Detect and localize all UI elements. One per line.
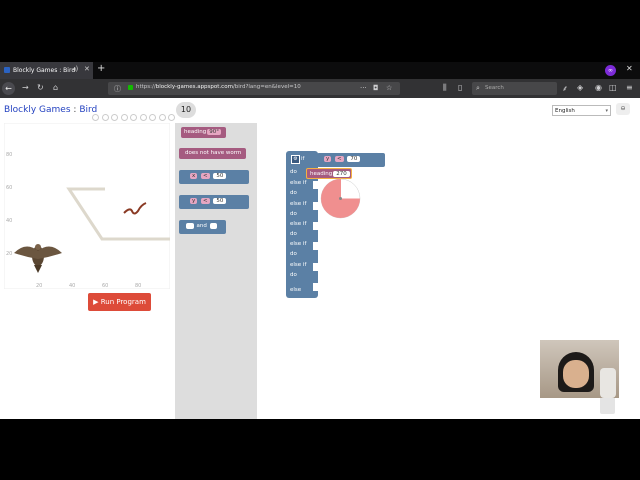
y-tick: 40 bbox=[6, 218, 12, 224]
extension-icon[interactable]: ◈ bbox=[577, 83, 584, 92]
level-dot[interactable] bbox=[158, 114, 166, 121]
statement-slot[interactable] bbox=[313, 263, 318, 271]
do-label: do bbox=[290, 169, 297, 175]
search-placeholder: Search bbox=[485, 85, 504, 91]
game-name: Bird bbox=[79, 105, 98, 115]
statement-slot[interactable] bbox=[313, 283, 318, 291]
run-program-button[interactable]: ▶ Run Program bbox=[88, 293, 151, 311]
language-select[interactable]: English▾ bbox=[552, 105, 611, 116]
statement-slot[interactable] bbox=[313, 222, 318, 230]
chair bbox=[600, 368, 616, 398]
level-dot[interactable] bbox=[149, 114, 156, 121]
webcam-overlay bbox=[540, 340, 619, 398]
info-icon[interactable]: ⓘ bbox=[114, 85, 121, 93]
wall bbox=[66, 187, 170, 241]
level-dot[interactable] bbox=[111, 114, 118, 121]
private-mask-icon[interactable]: ∞ bbox=[605, 65, 616, 76]
eye-icon[interactable]: ◉ bbox=[595, 83, 602, 92]
level-dot[interactable] bbox=[120, 114, 128, 121]
chevron-down-icon: ▾ bbox=[605, 108, 608, 114]
tab-title: Blockly Games : Bird bbox=[13, 67, 76, 74]
toolbox-no-worm-block[interactable]: does not have worm bbox=[179, 148, 246, 159]
shield-icon[interactable]: ◫ bbox=[609, 83, 617, 92]
trash-icon[interactable] bbox=[600, 394, 615, 414]
new-tab-icon[interactable]: + bbox=[97, 63, 106, 74]
page-title: Blockly Games : Bird bbox=[4, 105, 97, 115]
do-label: do bbox=[290, 190, 297, 196]
tab-blockly-bird[interactable]: Blockly Games : Bird ◂) ✕ bbox=[0, 62, 93, 79]
y-tick: 20 bbox=[6, 251, 12, 257]
current-level-badge[interactable]: 10 bbox=[176, 102, 196, 118]
navigation-bar: ← → ↻ ⌂ ⓘ https://blockly-games.appspot.… bbox=[0, 79, 640, 98]
search-icon: ⌕ bbox=[476, 84, 480, 92]
pocket-icon[interactable]: ◘ bbox=[373, 84, 379, 92]
back-arrow-icon[interactable]: ← bbox=[2, 82, 15, 95]
search-field[interactable]: ⌕ Search bbox=[472, 82, 557, 95]
tab-bar: Blockly Games : Bird ◂) ✕ + ∞ ✕ bbox=[0, 62, 640, 79]
toolbox-and-block[interactable]: and bbox=[179, 220, 226, 234]
close-tab-icon[interactable]: ✕ bbox=[84, 65, 90, 73]
y-tick: 60 bbox=[6, 185, 12, 191]
x-tick: 80 bbox=[135, 283, 141, 289]
statement-slot[interactable] bbox=[313, 181, 318, 189]
do-label: do bbox=[290, 272, 297, 278]
bird-visualization: 80 60 40 20 20 40 60 80 bbox=[4, 123, 170, 289]
url-text: https://blockly-games.appspot.com/bird?l… bbox=[136, 84, 301, 90]
person-face bbox=[563, 360, 589, 388]
do-label: do bbox=[290, 231, 297, 237]
bookmark-star-icon[interactable]: ☆ bbox=[386, 84, 393, 92]
level-dot[interactable] bbox=[101, 114, 109, 121]
if-condition-block[interactable]: y < 70 bbox=[317, 153, 385, 167]
title-separator: : bbox=[73, 105, 77, 115]
x-tick: 20 bbox=[36, 283, 42, 289]
level-dot[interactable] bbox=[130, 114, 137, 121]
browser-screen: Blockly Games : Bird ◂) ✕ + ∞ ✕ ← → ↻ ⌂ … bbox=[0, 62, 640, 419]
y-tick: 80 bbox=[6, 152, 12, 158]
reload-icon[interactable]: ↻ bbox=[37, 83, 44, 92]
level-dots bbox=[92, 106, 178, 125]
x-tick: 40 bbox=[69, 283, 75, 289]
elseif-label: else if bbox=[290, 201, 307, 207]
dropper-icon[interactable]: ⸙ bbox=[562, 84, 568, 93]
bird-icon bbox=[14, 244, 62, 273]
forward-arrow-icon[interactable]: → bbox=[22, 83, 29, 92]
address-bar[interactable]: ⓘ https://blockly-games.appspot.com/bird… bbox=[108, 82, 400, 95]
library-icon[interactable]: ⫼ bbox=[443, 83, 447, 92]
more-dots-icon[interactable]: ··· bbox=[360, 84, 367, 92]
toolbox-x-compare-block[interactable]: x < 50 bbox=[179, 170, 249, 184]
gear-icon[interactable]: ⚙ bbox=[291, 155, 300, 164]
home-icon[interactable]: ⌂ bbox=[53, 83, 59, 92]
blockly-favicon-icon bbox=[4, 67, 10, 73]
toolbox-y-compare-block[interactable]: y < 50 bbox=[179, 195, 249, 209]
level-dot[interactable] bbox=[139, 114, 147, 121]
lock-icon bbox=[128, 85, 133, 90]
level-dot[interactable] bbox=[168, 114, 175, 121]
sidebar-icon[interactable]: ▯ bbox=[458, 83, 463, 92]
do-label: do bbox=[290, 211, 297, 217]
elseif-label: else if bbox=[290, 241, 307, 247]
level-dot[interactable] bbox=[92, 114, 99, 121]
window-close-icon[interactable]: ✕ bbox=[626, 64, 633, 73]
menu-icon[interactable]: ≡ bbox=[626, 83, 633, 92]
worm-icon bbox=[123, 202, 147, 215]
if-label: if bbox=[301, 156, 305, 162]
elseif-label: else if bbox=[290, 180, 307, 186]
statement-slot[interactable] bbox=[313, 202, 318, 210]
speaker-icon[interactable]: ◂) bbox=[72, 65, 79, 73]
elseif-label: else if bbox=[290, 262, 307, 268]
app-name-link[interactable]: Blockly Games bbox=[4, 105, 71, 115]
angle-picker[interactable] bbox=[320, 178, 361, 219]
else-label: else bbox=[290, 287, 302, 293]
do-label: do bbox=[290, 251, 297, 257]
statement-slot[interactable] bbox=[313, 242, 318, 250]
elseif-label: else if bbox=[290, 221, 307, 227]
link-icon[interactable]: ⊖ bbox=[616, 103, 630, 115]
x-tick: 60 bbox=[102, 283, 108, 289]
